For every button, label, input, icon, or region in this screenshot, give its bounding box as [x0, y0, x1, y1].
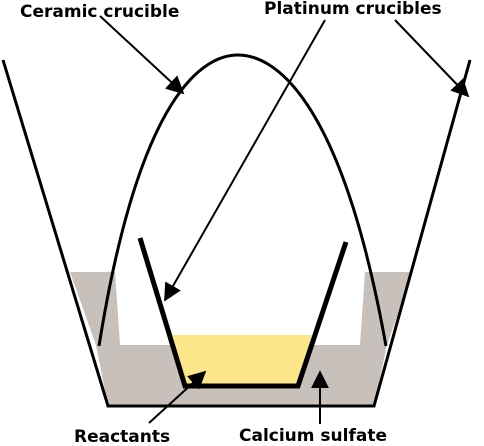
platinum-crucible [137, 237, 349, 389]
arrow-platinum-crucibles-inner [164, 19, 326, 302]
label-platinum-crucibles: Platinum crucibles [264, 0, 442, 19]
outer-ceramic-crucible [1, 59, 472, 408]
label-reactants: Reactants [74, 427, 170, 446]
calcium-sulfate-fill-right [360, 272, 413, 345]
label-ceramic-crucible: Ceramic crucible [20, 2, 179, 22]
reactants-fill [172, 335, 312, 386]
ceramic-crucible-lid [97, 53, 388, 347]
arrow-platinum-crucibles-outer [394, 19, 470, 98]
label-calcium-sulfate: Calcium sulfate [239, 426, 387, 446]
arrow-ceramic-crucible [99, 15, 185, 95]
arrow-reactants [148, 370, 207, 424]
